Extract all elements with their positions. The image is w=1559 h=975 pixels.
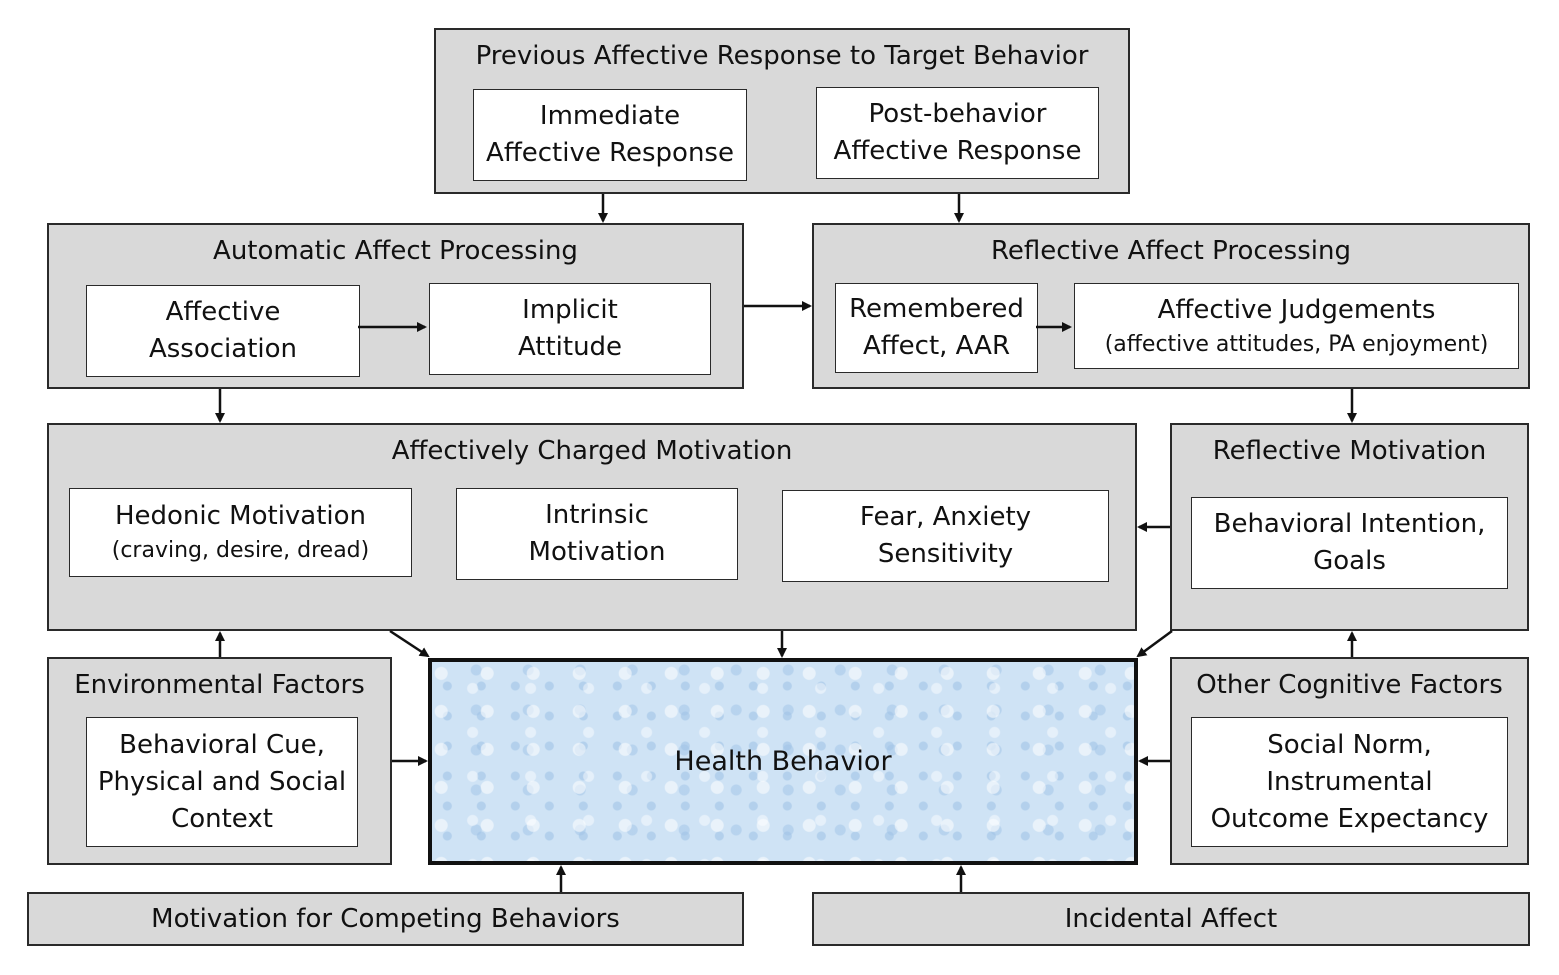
- reflective-motivation-title: Reflective Motivation: [1212, 436, 1487, 466]
- fear-anxiety-box: Fear, Anxiety Sensitivity: [782, 490, 1109, 582]
- automatic-affect-processing-title: Automatic Affect Processing: [213, 236, 578, 266]
- norm-line-3: Outcome Expectancy: [1210, 803, 1489, 834]
- affective-judgements-box: Affective Judgements (affective attitude…: [1074, 283, 1519, 369]
- social-norm-box: Social Norm, Instrumental Outcome Expect…: [1191, 717, 1508, 847]
- judgements-line: Affective Judgements: [1157, 294, 1436, 325]
- cue-line-3: Context: [171, 803, 273, 834]
- cue-line-1: Behavioral Cue,: [119, 729, 325, 760]
- intention-line-1: Behavioral Intention,: [1213, 509, 1486, 539]
- implicit-line-2: Attitude: [517, 332, 623, 362]
- health-behavior-label: Health Behavior: [674, 746, 892, 777]
- other-cognitive-factors-title: Other Cognitive Factors: [1196, 670, 1503, 700]
- post-behavior-affective-response-box: Post-behavior Affective Response: [816, 87, 1099, 179]
- hedonic-line: Hedonic Motivation: [114, 501, 367, 531]
- intrinsic-line-2: Motivation: [528, 537, 666, 567]
- post-line-2: Affective Response: [833, 136, 1082, 166]
- implicit-attitude-box: Implicit Attitude: [429, 283, 711, 375]
- automatic-affect-processing-group: Automatic Affect Processing Affective As…: [47, 223, 744, 389]
- other-cognitive-factors-group: Other Cognitive Factors Social Norm, Ins…: [1170, 657, 1529, 865]
- affectively-charged-motivation-group: Affectively Charged Motivation Hedonic M…: [47, 423, 1137, 631]
- intention-line-2: Goals: [1313, 546, 1386, 576]
- behavioral-cue-box: Behavioral Cue, Physical and Social Cont…: [86, 717, 358, 847]
- reflective-affect-processing-group: Reflective Affect Processing Remembered …: [812, 223, 1530, 389]
- immediate-line-2: Affective Response: [486, 138, 734, 168]
- environmental-factors-group: Environmental Factors Behavioral Cue, Ph…: [47, 657, 392, 865]
- intrinsic-line-1: Intrinsic: [545, 500, 649, 530]
- previous-affective-response-title: Previous Affective Response to Target Be…: [475, 41, 1089, 71]
- affective-association-box: Affective Association: [86, 285, 360, 377]
- norm-line-2: Instrumental: [1266, 766, 1433, 797]
- competing-behaviors-bar: Motivation for Competing Behaviors: [27, 892, 744, 946]
- arrow-charged-left-to-health: [389, 629, 430, 658]
- behavioral-intention-box: Behavioral Intention, Goals: [1191, 497, 1508, 589]
- reflective-affect-processing-title: Reflective Affect Processing: [991, 236, 1351, 266]
- hedonic-motivation-box: Hedonic Motivation (craving, desire, dre…: [69, 488, 412, 577]
- fear-line-1: Fear, Anxiety: [859, 502, 1032, 532]
- reflective-motivation-group: Reflective Motivation Behavioral Intenti…: [1170, 423, 1529, 631]
- remembered-line-2: Affect, AAR: [862, 331, 1011, 361]
- affectively-charged-motivation-title: Affectively Charged Motivation: [391, 436, 793, 466]
- previous-affective-response-group: Previous Affective Response to Target Be…: [434, 28, 1130, 194]
- arrow-reflective-to-health: [1136, 629, 1173, 658]
- immediate-line-1: Immediate: [539, 101, 681, 131]
- remembered-line-1: Remembered: [849, 294, 1024, 324]
- intrinsic-motivation-box: Intrinsic Motivation: [456, 488, 738, 580]
- norm-line-1: Social Norm,: [1267, 729, 1432, 760]
- environmental-factors-title: Environmental Factors: [74, 670, 365, 700]
- judgements-sub: (affective attitudes, PA enjoyment): [1104, 331, 1489, 357]
- incidental-affect-label: Incidental Affect: [1064, 904, 1278, 934]
- incidental-affect-bar: Incidental Affect: [812, 892, 1530, 946]
- implicit-line-1: Implicit: [522, 295, 618, 325]
- immediate-affective-response-box: Immediate Affective Response: [473, 89, 747, 181]
- health-behavior-box: Health Behavior: [428, 658, 1138, 865]
- competing-behaviors-label: Motivation for Competing Behaviors: [151, 904, 620, 934]
- association-line-1: Affective: [165, 297, 281, 327]
- cue-line-2: Physical and Social: [97, 766, 347, 797]
- post-line-1: Post-behavior: [868, 99, 1047, 129]
- remembered-affect-box: Remembered Affect, AAR: [835, 283, 1038, 373]
- fear-line-2: Sensitivity: [877, 539, 1014, 569]
- hedonic-sub: (craving, desire, dread): [111, 538, 370, 563]
- association-line-2: Association: [148, 334, 298, 364]
